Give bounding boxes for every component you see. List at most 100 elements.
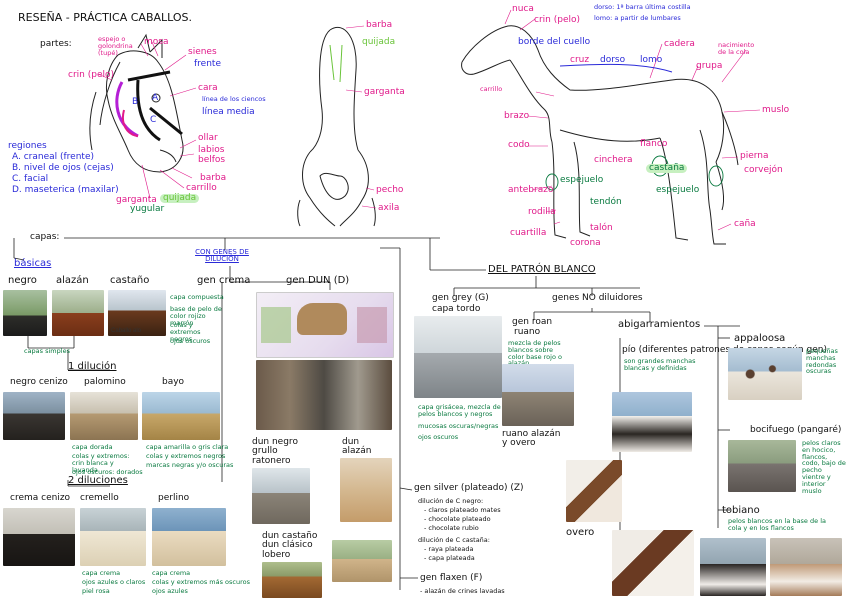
dun-horse-illustration bbox=[297, 303, 347, 335]
label-frente: frente bbox=[194, 60, 221, 69]
genes-no-diluidores-label: genes NO diluidores bbox=[552, 294, 643, 303]
body-label-cadera: cadera bbox=[664, 40, 695, 49]
palomino-note-1: capa dorada bbox=[72, 444, 113, 451]
perlino-note-3: ojos azules bbox=[152, 588, 188, 595]
label-linea-media: línea media bbox=[202, 108, 255, 117]
gen-crema-label: gen crema bbox=[197, 276, 250, 287]
body-label-nuca: nuca bbox=[512, 5, 534, 14]
body-label-pierna: pierna bbox=[740, 152, 769, 161]
photo-bocifuego bbox=[728, 440, 796, 492]
castano-note-1: capa compuesta bbox=[170, 294, 224, 301]
coat-negro-label: negro bbox=[8, 276, 37, 287]
bocifuego-note: pelos claros en hocico, flancos, codo, b… bbox=[802, 440, 846, 495]
body-label-cinchera: cinchera bbox=[594, 156, 633, 165]
perlino-note-1: capa crema bbox=[152, 570, 190, 577]
silver-note-1: dilución de C negro: bbox=[418, 498, 483, 505]
front-label-pecho: pecho bbox=[376, 186, 403, 195]
body-label-talon: talón bbox=[590, 224, 613, 233]
grey-note-1: capa grisácea, mezcla de pelos blancos y… bbox=[418, 404, 504, 418]
photo-tobiano-2 bbox=[700, 538, 766, 596]
gen-silver-label: gen silver (plateado) (Z) bbox=[414, 484, 524, 493]
gen-grey-label: gen grey (G) bbox=[432, 294, 489, 303]
silver-note-6: - raya plateada bbox=[424, 546, 474, 553]
label-mosa: mosa bbox=[144, 38, 168, 47]
abigarramientos-label: abigarramientos bbox=[618, 320, 700, 331]
body-label-dorso: dorso bbox=[600, 56, 625, 65]
cremello-note-2: ojos azules o claros bbox=[82, 579, 145, 586]
capas-simples-note: capas simples bbox=[24, 348, 70, 355]
capas-title: capas: bbox=[30, 233, 59, 242]
photo-dun-infographic bbox=[256, 292, 394, 358]
grey-note-3: ojos oscuros bbox=[418, 434, 458, 441]
region-letter-c: C bbox=[150, 116, 156, 125]
body-label-lomo: lomo bbox=[640, 56, 662, 65]
coat-castano-label: castaño bbox=[110, 276, 149, 287]
label-quijada: quijada bbox=[160, 194, 199, 203]
grey-note-2: mucosas oscuras/negras bbox=[418, 423, 498, 430]
page-title: RESEÑA - PRÁCTICA CABALLOS. bbox=[18, 12, 192, 24]
photo-appaloosa bbox=[728, 348, 802, 400]
region-item-a: A. craneal (frente) bbox=[12, 153, 94, 162]
coat-negro-cenizo-label: negro cenizo bbox=[10, 378, 68, 387]
region-letter-a: A bbox=[152, 94, 158, 103]
coat-cremello-label: cremello bbox=[80, 494, 119, 503]
body-label-cruz: cruz bbox=[570, 56, 589, 65]
parts-label: partes: bbox=[40, 40, 72, 49]
photo-tobiano-3 bbox=[770, 538, 842, 596]
photo-dun-extra bbox=[332, 540, 392, 582]
dun-panel-left bbox=[261, 307, 291, 343]
photo-ruano bbox=[502, 364, 574, 426]
body-label-brazo: brazo bbox=[504, 112, 529, 121]
body-label-muslo: muslo bbox=[762, 106, 789, 115]
dun-panel-right bbox=[357, 307, 387, 343]
body-label-antebrazo: antebrazo bbox=[508, 186, 553, 195]
photo-negro-cenizo bbox=[3, 392, 65, 440]
roan-line: ruano alazán y overo bbox=[502, 430, 568, 449]
label-espejo: espejo o golondrina (tupé) bbox=[98, 36, 138, 56]
photo-pio bbox=[612, 392, 692, 452]
capa-tordo-label: capa tordo bbox=[432, 305, 480, 314]
body-label-cuartilla: cuartilla bbox=[510, 229, 546, 238]
label-yugular: yugular bbox=[130, 205, 164, 214]
silver-note-7: - capa plateada bbox=[424, 555, 475, 562]
label-sienes: sienes bbox=[188, 48, 217, 57]
body-label-espejuelo-front: espejuelo bbox=[560, 176, 603, 185]
silver-note-5: dilución de C castaña: bbox=[418, 537, 490, 544]
gen-flaxen-label: gen flaxen (F) bbox=[420, 574, 482, 583]
tobiano-note: pelos blancos en la base de la cola y en… bbox=[728, 518, 840, 532]
front-label-barba: barba bbox=[366, 21, 392, 30]
regions-title: regiones bbox=[8, 142, 47, 151]
coat-palomino-label: palomino bbox=[84, 378, 126, 387]
tobiano-label: tobiano bbox=[722, 506, 760, 517]
white-pattern-header: DEL PATRÓN BLANCO bbox=[488, 265, 596, 276]
region-item-b: B. nivel de ojos (cejas) bbox=[12, 164, 114, 173]
bayo-note-2: colas y extremos negros bbox=[146, 453, 225, 460]
photo-bayo bbox=[142, 392, 220, 440]
body-label-crin: crin (pelo) bbox=[534, 16, 580, 25]
label-crin-head: crin (pelo) bbox=[68, 71, 114, 80]
spine-line bbox=[560, 64, 672, 72]
body-label-tendon: tendón bbox=[590, 198, 622, 207]
body-label-castana: castaña bbox=[646, 164, 687, 173]
body-label-nacimiento-cola: nacimiento de la cola bbox=[718, 42, 758, 56]
perlino-note-2: colas y extremos más oscuros bbox=[152, 579, 250, 586]
photo-cremello bbox=[80, 508, 146, 566]
photo-castano: Caballo alo bbox=[108, 290, 166, 336]
photo-negro bbox=[3, 290, 47, 336]
region-item-c: C. facial bbox=[12, 175, 48, 184]
body-note-lomo: lomo: a partir de lumbares bbox=[594, 15, 681, 22]
photo-dun-castano bbox=[262, 562, 322, 598]
body-label-carrillo: carrillo bbox=[480, 86, 502, 93]
bayo-note-1: capa amarilla o gris clara bbox=[146, 444, 228, 451]
body-label-codo: codo bbox=[508, 141, 530, 150]
body-label-espejuelo-back: espejuelo bbox=[656, 186, 699, 195]
body-label-corvejon: corvejón bbox=[744, 166, 783, 175]
dun-castano-label: dun castaño dun clásico lobero bbox=[262, 532, 322, 560]
coat-perlino-label: perlino bbox=[158, 494, 189, 503]
photo-dun-negro bbox=[252, 468, 310, 524]
region-item-d: D. maseterica (maxilar) bbox=[12, 186, 119, 195]
ruano-label: ruano bbox=[514, 328, 540, 337]
body-label-grupa: grupa bbox=[696, 62, 722, 71]
coat-alazan-label: alazán bbox=[56, 276, 89, 287]
photo-overo bbox=[566, 460, 622, 522]
